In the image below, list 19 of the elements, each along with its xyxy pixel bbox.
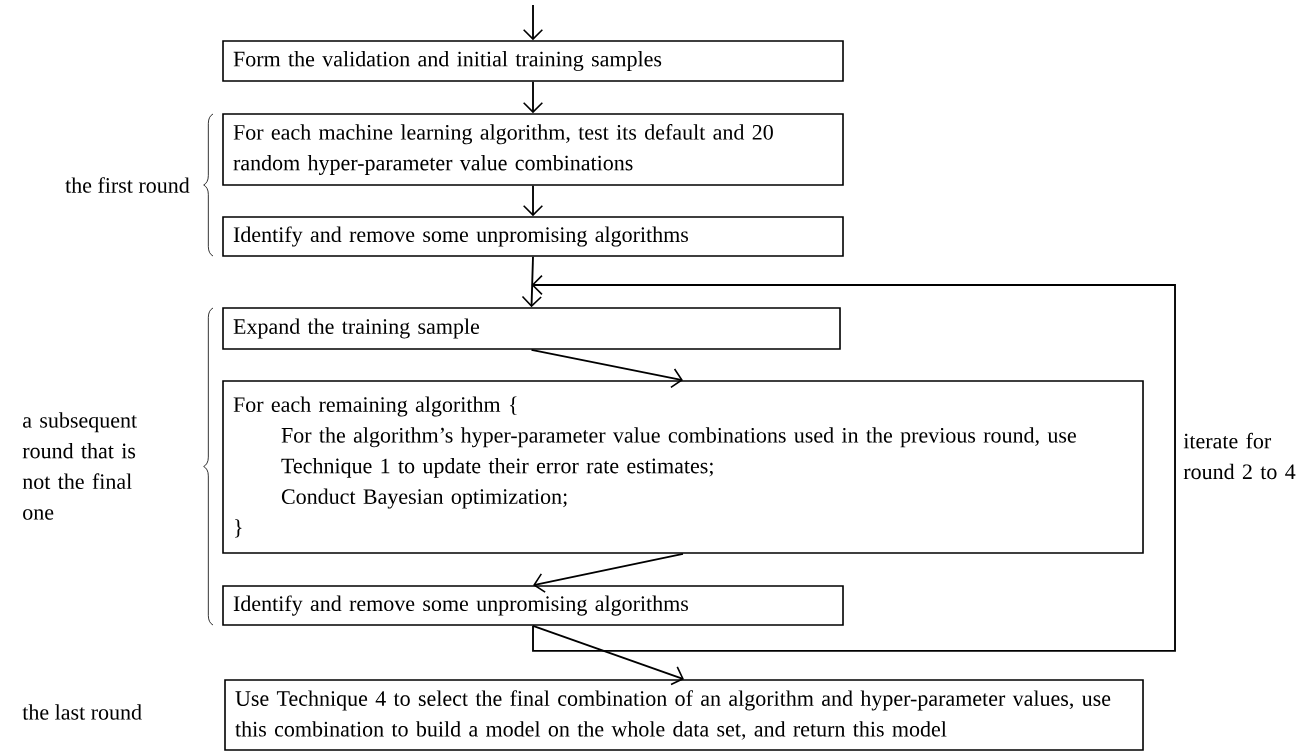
arrow <box>522 80 544 114</box>
process-box: Form the validation and initial training samples <box>222 40 844 82</box>
arrow <box>530 348 683 389</box>
arrow <box>521 255 542 308</box>
arrow <box>522 4 544 41</box>
edge-label: iterate for round 2 to 4 <box>1183 432 1296 480</box>
arrow <box>531 274 1176 652</box>
process-box: For each machine learning algorithm, test its default and 20 random hyper-parameter value combinations <box>222 113 844 186</box>
process-box: Identify and remove some unpromising algorithms <box>222 216 844 257</box>
arrow <box>533 552 684 593</box>
process-box: Use Technique 4 to select the final combination of an algorithm and hyper-parameter values, use this combination to build a model on the whole data set, and return this model <box>224 679 1144 751</box>
process-box: Expand the training sample <box>222 307 841 350</box>
side-label: the last round <box>22 704 142 720</box>
process-box: Identify and remove some unpromising algorithms <box>222 585 844 626</box>
side-label: the first round <box>65 177 190 193</box>
arrow <box>532 624 684 686</box>
arrow <box>522 184 544 217</box>
loop-box: For each remaining algorithm { For the algorithm’s hyper-parameter value combinations used in the previous round, use Technique 1 to update their error rate estimates; Conduct Bayesian optimization; } <box>222 380 1144 554</box>
side-label: a subsequent round that is not the final one <box>22 412 137 520</box>
